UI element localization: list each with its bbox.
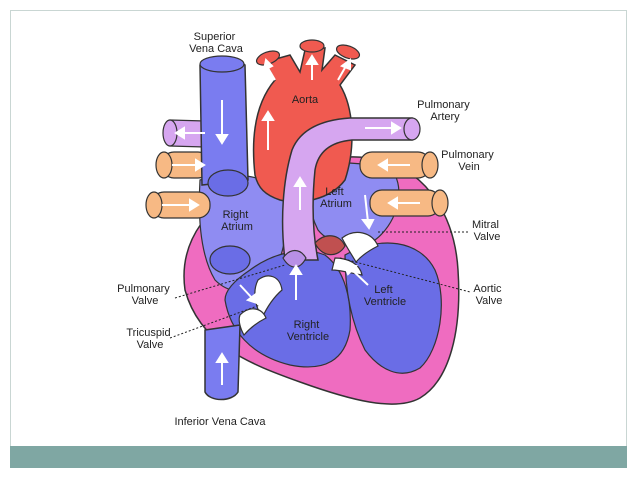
pulmonary-veins [145,151,449,219]
label-left-ventricle: Left Ventricle [364,284,406,308]
label-pulmonary-artery: Pulmonary Artery [417,99,473,123]
label-right-atrium: Right Atrium [221,209,253,233]
label-aorta: Aorta [292,94,319,106]
label-right-ventricle: Right Ventricle [287,319,329,343]
label-aortic-valve: Aortic Valve [473,283,504,307]
superior-vena-cava [199,56,249,186]
pulmonary-valve [282,249,307,268]
leader-lines [169,231,471,339]
mitral-valve [341,231,379,264]
label-left-atrium: Left Atrium [320,186,352,210]
footer-bar [10,446,627,468]
label-pulmonary-valve: Pulmonary Valve [117,283,173,307]
label-superior-vena-cava: Superior Vena Cava [189,31,244,55]
flow-arrows [162,54,420,385]
label-pulmonary-vein: Pulmonary Vein [441,149,497,173]
valves [238,231,379,337]
aortic-valve [314,235,346,256]
left-ventricle-chamber [344,242,442,374]
label-tricuspid-valve: Tricuspid Valve [126,327,173,351]
label-mitral-valve: Mitral Valve [472,219,502,243]
label-inferior-vena-cava: Inferior Vena Cava [174,416,266,428]
